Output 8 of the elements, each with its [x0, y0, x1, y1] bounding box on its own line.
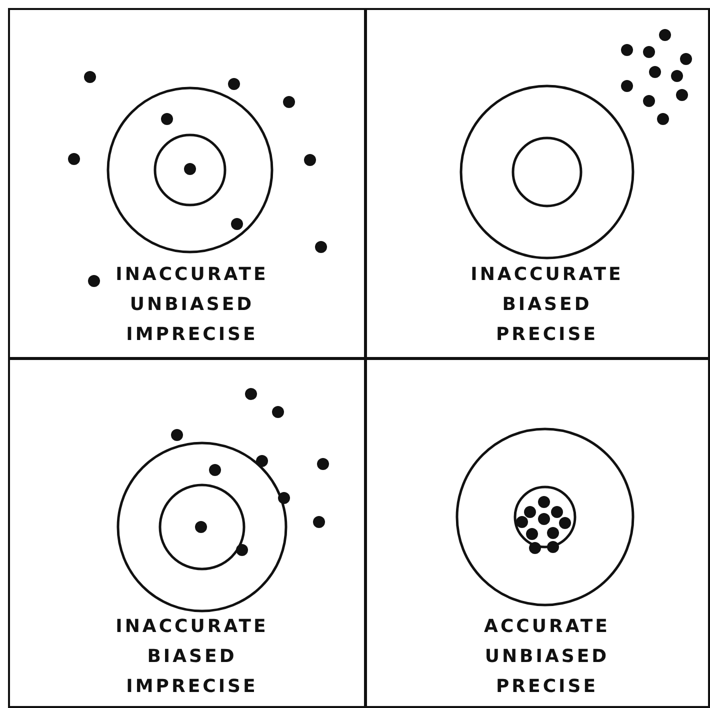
panel [365, 358, 710, 708]
target-caption: INACCURATE BIASED PRECISE [470, 263, 624, 347]
target-caption: ACCURATE UNBIASED PRECISE [484, 615, 610, 699]
target-caption: INACCURATE BIASED IMPRECISE [116, 615, 268, 699]
target-caption: INACCURATE UNBIASED IMPRECISE [116, 263, 268, 347]
panel [8, 8, 366, 359]
panel [8, 358, 366, 708]
panel [365, 8, 710, 359]
